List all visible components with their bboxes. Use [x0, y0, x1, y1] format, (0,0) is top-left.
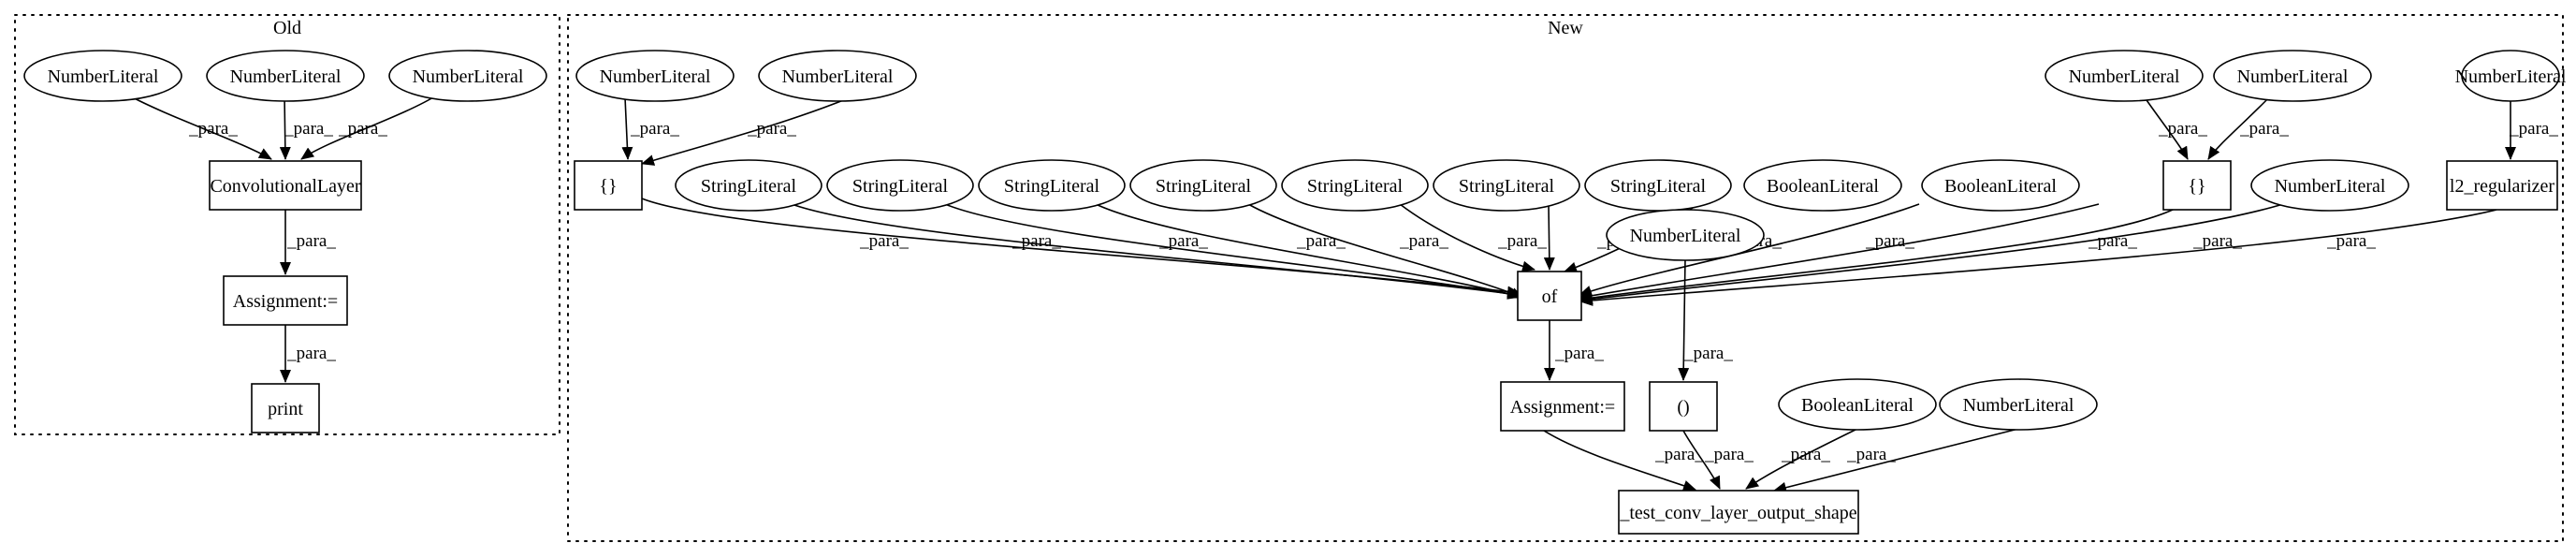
node-new-boolean-literal-3: BooleanLiteral — [1778, 378, 1937, 431]
svg-text:{}: {} — [599, 176, 617, 197]
edge-label: _para_ — [1683, 344, 1733, 363]
svg-text:Assignment:=: Assignment:= — [233, 291, 338, 312]
edge-label: _para_ — [1654, 445, 1704, 464]
svg-text:NumberLiteral: NumberLiteral — [48, 66, 159, 87]
svg-text:NumberLiteral: NumberLiteral — [413, 66, 524, 87]
node-old-num3: NumberLiteral — [388, 50, 547, 102]
edge-label: _para_ — [2326, 231, 2376, 251]
node-new-string-literal-4: StringLiteral — [1129, 159, 1277, 212]
svg-text:l2_regularizer: l2_regularizer — [2450, 176, 2554, 197]
edge-label: _para_ — [1781, 445, 1830, 464]
node-new-num-b: NumberLiteral — [758, 50, 917, 102]
node-new-brace2: {} — [2162, 160, 2232, 211]
cluster-old: Old — [14, 14, 560, 435]
edge-label: _para_ — [1846, 445, 1896, 464]
svg-text:StringLiteral: StringLiteral — [1004, 176, 1100, 197]
svg-text:print: print — [268, 399, 303, 419]
edge-label: _para_ — [2088, 231, 2137, 251]
edge-label: _para_ — [1011, 231, 1061, 251]
edge-label: _para_ — [1158, 231, 1208, 251]
node-new-l2-regularizer: l2_regularizer — [2446, 160, 2558, 211]
node-new-num-f: NumberLiteral — [2455, 50, 2567, 102]
svg-text:BooleanLiteral: BooleanLiteral — [1944, 176, 2057, 197]
edge-label: _para_ — [1399, 231, 1448, 251]
svg-text:StringLiteral: StringLiteral — [852, 176, 949, 197]
node-new-of: of — [1517, 271, 1582, 321]
node-new-string-literal-2: StringLiteral — [826, 159, 974, 212]
node-new-num-a: NumberLiteral — [575, 50, 735, 102]
svg-text:NumberLiteral: NumberLiteral — [600, 66, 711, 87]
node-new-brace1: {} — [574, 160, 643, 211]
svg-text:StringLiteral: StringLiteral — [1307, 176, 1404, 197]
edge-label: _para_ — [286, 344, 336, 363]
edge-label: _para_ — [1704, 445, 1754, 464]
svg-text:_test_conv_layer_output_shape: _test_conv_layer_output_shape — [1619, 503, 1856, 523]
node-new-string-literal-1: StringLiteral — [675, 159, 822, 212]
edge-labels: _para_ _para_ _para_ _para_ _para_ _para… — [188, 119, 2558, 464]
node-new-string-literal-3: StringLiteral — [978, 159, 1126, 212]
node-old-convolutional-layer: ConvolutionalLayer — [209, 160, 362, 211]
node-new-string-literal-5: StringLiteral — [1281, 159, 1429, 212]
svg-text:StringLiteral: StringLiteral — [1459, 176, 1555, 197]
node-new-num-g: NumberLiteral — [1606, 209, 1765, 261]
svg-text:NumberLiteral: NumberLiteral — [2069, 66, 2180, 87]
edge-label: _para_ — [2158, 119, 2207, 139]
svg-text:of: of — [1542, 286, 1558, 307]
edge-label: _para_ — [284, 119, 333, 139]
edge-label: _para_ — [2192, 231, 2242, 251]
node-new-assignment: Assignment:= — [1500, 381, 1625, 432]
edge-label: _para_ — [1497, 231, 1547, 251]
svg-text:Assignment:=: Assignment:= — [1510, 397, 1615, 418]
node-new-num-h: NumberLiteral — [1939, 378, 2098, 431]
node-new-boolean-literal-2: BooleanLiteral — [1921, 159, 2080, 212]
edge-label: _para_ — [2239, 119, 2289, 139]
node-new-string-literal-6: StringLiteral — [1433, 159, 1580, 212]
edge-label: _para_ — [747, 119, 796, 139]
svg-text:NumberLiteral: NumberLiteral — [1963, 395, 2074, 416]
svg-text:{}: {} — [2188, 176, 2205, 197]
svg-text:StringLiteral: StringLiteral — [1156, 176, 1252, 197]
svg-text:ConvolutionalLayer: ConvolutionalLayer — [210, 176, 360, 197]
node-new-boolean-literal-1: BooleanLiteral — [1743, 159, 1902, 212]
svg-text:NumberLiteral: NumberLiteral — [2237, 66, 2349, 87]
svg-text:BooleanLiteral: BooleanLiteral — [1767, 176, 1879, 197]
node-new-num-c: NumberLiteral — [2045, 50, 2204, 102]
svg-text:StringLiteral: StringLiteral — [1610, 176, 1707, 197]
svg-text:NumberLiteral: NumberLiteral — [1630, 226, 1741, 246]
cluster-old-label: Old — [273, 18, 301, 38]
edge-label: _para_ — [1554, 344, 1604, 363]
node-old-print: print — [251, 383, 320, 433]
svg-text:NumberLiteral: NumberLiteral — [782, 66, 894, 87]
edge-label: _para_ — [859, 231, 909, 251]
edge-label: _para_ — [286, 231, 336, 251]
node-new-num-d: NumberLiteral — [2213, 50, 2372, 102]
edge-label: _para_ — [630, 119, 679, 139]
node-old-assignment: Assignment:= — [223, 275, 348, 326]
edge-label: _para_ — [1296, 231, 1346, 251]
node-new-paren: () — [1649, 381, 1718, 432]
edges — [126, 93, 2516, 493]
edge-label: _para_ — [2509, 119, 2558, 139]
edge-label: _para_ — [338, 119, 387, 139]
svg-text:BooleanLiteral: BooleanLiteral — [1801, 395, 1914, 416]
node-new-num-e: NumberLiteral — [2250, 159, 2409, 212]
svg-text:StringLiteral: StringLiteral — [701, 176, 797, 197]
node-new-test-conv-layer-output-shape: _test_conv_layer_output_shape — [1618, 490, 1859, 535]
cluster-new-label: New — [1548, 18, 1583, 38]
cluster-new: New — [567, 14, 2564, 542]
svg-text:NumberLiteral: NumberLiteral — [2275, 176, 2386, 197]
svg-text:NumberLiteral: NumberLiteral — [230, 66, 342, 87]
node-old-num1: NumberLiteral — [23, 50, 182, 102]
node-new-string-literal-7: StringLiteral — [1584, 159, 1732, 212]
svg-text:NumberLiteral: NumberLiteral — [2455, 66, 2567, 87]
node-old-num2: NumberLiteral — [206, 50, 365, 102]
svg-text:(): () — [1677, 397, 1689, 418]
edge-label: _para_ — [188, 119, 238, 139]
edge-label: _para_ — [1865, 231, 1914, 251]
